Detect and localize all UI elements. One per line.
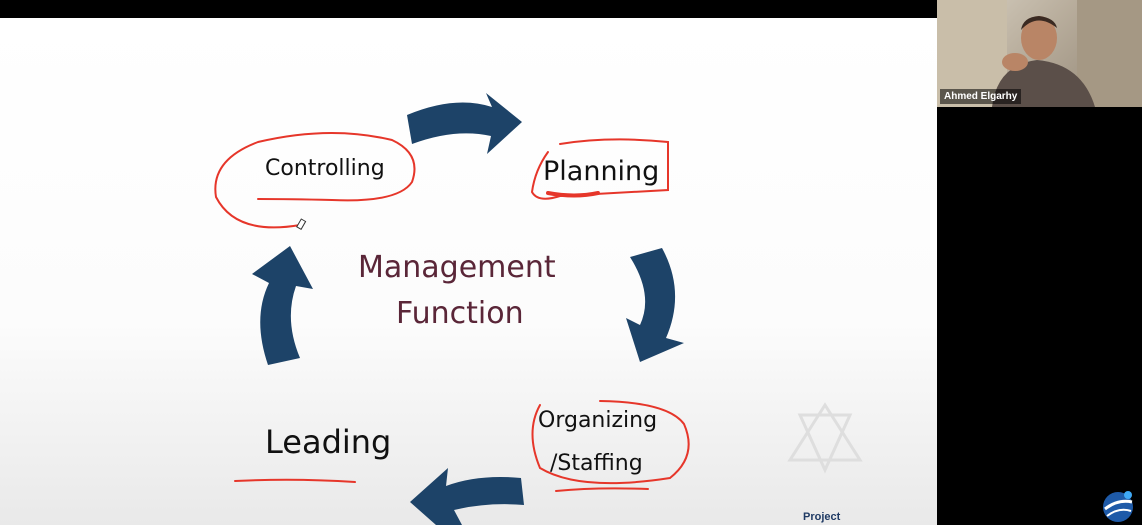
- node-organizing-line1: Organizing: [538, 408, 658, 433]
- annotation-underline-leading: [234, 478, 356, 483]
- participant-video[interactable]: Ahmed Elgarhy: [937, 0, 1142, 107]
- cycle-diagram: [214, 93, 690, 525]
- arrow-leading-to-controlling: [252, 246, 313, 365]
- node-leading: Leading: [265, 423, 392, 461]
- annotation-box-planning: [530, 138, 669, 200]
- annotation-circle-controlling: [214, 132, 416, 229]
- watermark-logo-icon: [787, 402, 863, 474]
- app-logo-icon: [1103, 491, 1133, 522]
- arrow-controlling-to-planning: [407, 93, 522, 154]
- annotation-underline-organizing: [555, 487, 649, 492]
- center-title-line1: Management: [358, 250, 556, 285]
- arrow-planning-to-organizing: [626, 248, 684, 362]
- node-planning: Planning: [543, 156, 660, 187]
- node-controlling: Controlling: [265, 156, 385, 181]
- annotation-underline-planning: [546, 191, 600, 198]
- participant-name: Ahmed Elgarhy: [940, 89, 1022, 104]
- center-title-line2: Function: [396, 296, 524, 331]
- presentation-slide: Controlling Planning Management Function…: [0, 18, 937, 525]
- node-organizing-line2: /Staffing: [550, 451, 643, 476]
- arrow-organizing-to-leading: [410, 468, 524, 525]
- pen-cursor-icon: [296, 218, 307, 230]
- watermark-project-label: Project: [803, 511, 841, 523]
- annotation-circle-organizing: [531, 400, 690, 485]
